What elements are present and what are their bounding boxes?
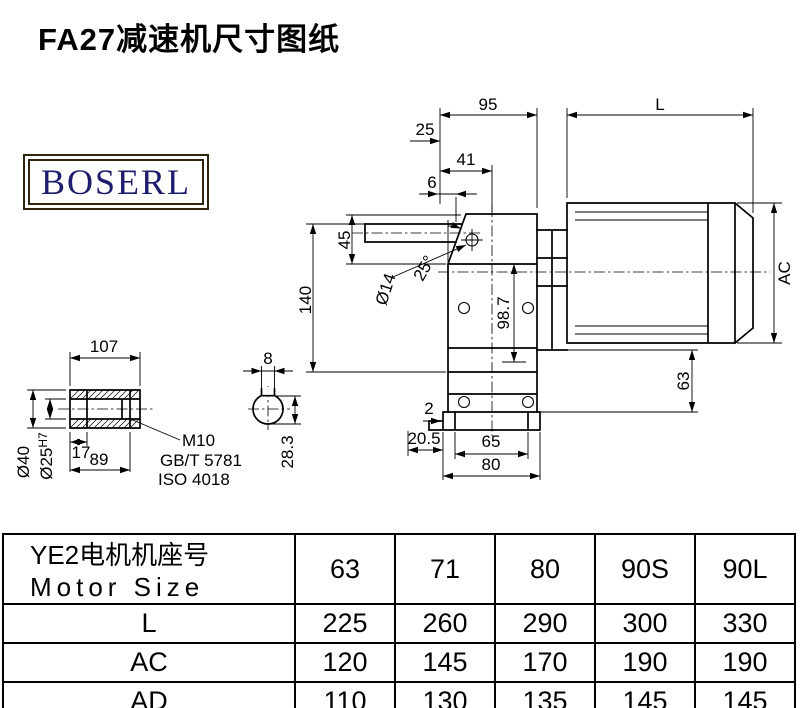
dia25-tolerance-text: H7 xyxy=(36,432,50,448)
dim-6: 6 xyxy=(419,173,477,222)
table-cell: 225 xyxy=(294,603,396,644)
dia25-text: Ø25 xyxy=(37,448,56,480)
dim-80: 80 xyxy=(443,432,541,480)
col-header-63: 63 xyxy=(294,533,396,605)
table-cell: 120 xyxy=(294,642,396,683)
table-header-en: Motor Size xyxy=(30,572,205,602)
dim-8-label: 8 xyxy=(263,349,272,368)
angle-25-label: 25° xyxy=(410,252,439,284)
table-cell: 135 xyxy=(494,681,596,708)
dim-L-label: L xyxy=(655,95,664,114)
dim-98-7: 98.7 xyxy=(494,264,526,363)
col-header-71: 71 xyxy=(394,533,496,605)
dim-95: 95 xyxy=(439,95,538,208)
dim-2-label: 2 xyxy=(424,399,433,418)
bolt-hole xyxy=(521,395,535,409)
dim-dia25h7: Ø25H7 xyxy=(36,398,66,480)
table-cell: 145 xyxy=(394,642,496,683)
table-row-AC: AC 120 145 170 190 190 xyxy=(2,642,796,683)
gbt5781-label: GB/T 5781 xyxy=(160,451,242,470)
gearbox-housing xyxy=(428,213,541,431)
table-cell: 145 xyxy=(694,681,796,708)
row-label-L: L xyxy=(2,603,296,644)
thread-callout: M10 GB/T 5781 ISO 4018 xyxy=(127,417,242,489)
dim-80-label: 80 xyxy=(482,455,501,474)
table-header-cell: YE2电机机座号 Motor Size xyxy=(2,533,296,605)
dim-65: 65 xyxy=(454,432,529,459)
motor xyxy=(536,201,755,351)
dim-dia40: Ø40 xyxy=(14,389,66,478)
motor-fins xyxy=(575,211,708,335)
dim-L: L xyxy=(566,95,754,213)
dim-20-5-label: 20.5 xyxy=(407,429,440,448)
table-cell: 300 xyxy=(594,603,696,644)
bolt-hole xyxy=(457,395,471,409)
dia25h7-label: Ø25H7 xyxy=(36,432,56,480)
centerlines xyxy=(352,206,770,436)
dia14-label: Ø14 xyxy=(372,271,400,307)
dim-95-label: 95 xyxy=(479,95,498,114)
dim-107-label: 107 xyxy=(90,337,118,356)
table-cell: 130 xyxy=(394,681,496,708)
table-cell: 145 xyxy=(594,681,696,708)
m10-label: M10 xyxy=(182,431,215,450)
bolt-hole xyxy=(457,301,471,315)
dim-107: 107 xyxy=(69,337,141,386)
dim-AC: AC xyxy=(737,202,794,344)
keyway-section-detail xyxy=(248,386,290,430)
dim-25-label: 25 xyxy=(416,120,435,139)
motor-size-table: YE2电机机座号 Motor Size 63 71 80 90S 90L L 2… xyxy=(2,533,796,708)
dim-98-7-label: 98.7 xyxy=(494,296,513,329)
col-header-90L: 90L xyxy=(694,533,796,605)
iso4018-label: ISO 4018 xyxy=(158,470,230,489)
table-row-L: L 225 260 290 300 330 xyxy=(2,603,796,644)
technical-drawing: 95 L 25 41 6 45 xyxy=(14,95,794,489)
col-header-90S: 90S xyxy=(594,533,696,605)
dim-89: 89 xyxy=(69,432,131,474)
brand-logo-text: BOSERL xyxy=(28,159,204,205)
dim-63-label: 63 xyxy=(674,372,693,391)
dim-140-label: 140 xyxy=(296,286,315,314)
dim-28-3: 28.3 xyxy=(268,395,301,469)
dim-20-5: 20.5 xyxy=(407,429,444,480)
brand-logo-box: BOSERL xyxy=(23,154,209,210)
table-row-AD: AD 110 130 135 145 145 xyxy=(2,681,796,708)
bolt-hole xyxy=(521,301,535,315)
table-cell: 170 xyxy=(494,642,596,683)
dim-25: 25 xyxy=(410,120,440,145)
page-title: FA27减速机尺寸图纸 xyxy=(38,22,341,57)
dim-8: 8 xyxy=(243,349,293,388)
table-header-cn: YE2电机机座号 xyxy=(30,540,210,570)
table-cell: 110 xyxy=(294,681,396,708)
dim-140: 140 xyxy=(296,223,446,373)
table-cell: 330 xyxy=(694,603,796,644)
dia40-label: Ø40 xyxy=(14,446,33,478)
dim-41: 41 xyxy=(440,150,493,212)
dim-89-label: 89 xyxy=(90,450,109,469)
dim-angle-25: 25° xyxy=(410,220,462,284)
dim-17: 17 xyxy=(70,432,90,462)
dim-2: 2 xyxy=(423,399,441,425)
dim-28-3-label: 28.3 xyxy=(278,435,297,468)
table-header-row: YE2电机机座号 Motor Size 63 71 80 90S 90L xyxy=(2,533,796,605)
table-cell: 190 xyxy=(594,642,696,683)
dim-17-label: 17 xyxy=(72,443,91,462)
dim-45-label: 45 xyxy=(335,231,354,250)
row-label-AD: AD xyxy=(2,681,296,708)
dim-63: 63 xyxy=(540,349,698,413)
col-header-80: 80 xyxy=(494,533,596,605)
dim-AC-label: AC xyxy=(775,261,794,285)
dim-41-label: 41 xyxy=(457,150,476,169)
dim-65-label: 65 xyxy=(482,432,501,451)
table-cell: 260 xyxy=(394,603,496,644)
row-label-AC: AC xyxy=(2,642,296,683)
hollow-shaft-detail xyxy=(58,389,155,429)
table-cell: 290 xyxy=(494,603,596,644)
dim-45: 45 xyxy=(335,214,461,265)
input-shaft xyxy=(364,223,463,243)
table-cell: 190 xyxy=(694,642,796,683)
dim-6-label: 6 xyxy=(427,173,436,192)
